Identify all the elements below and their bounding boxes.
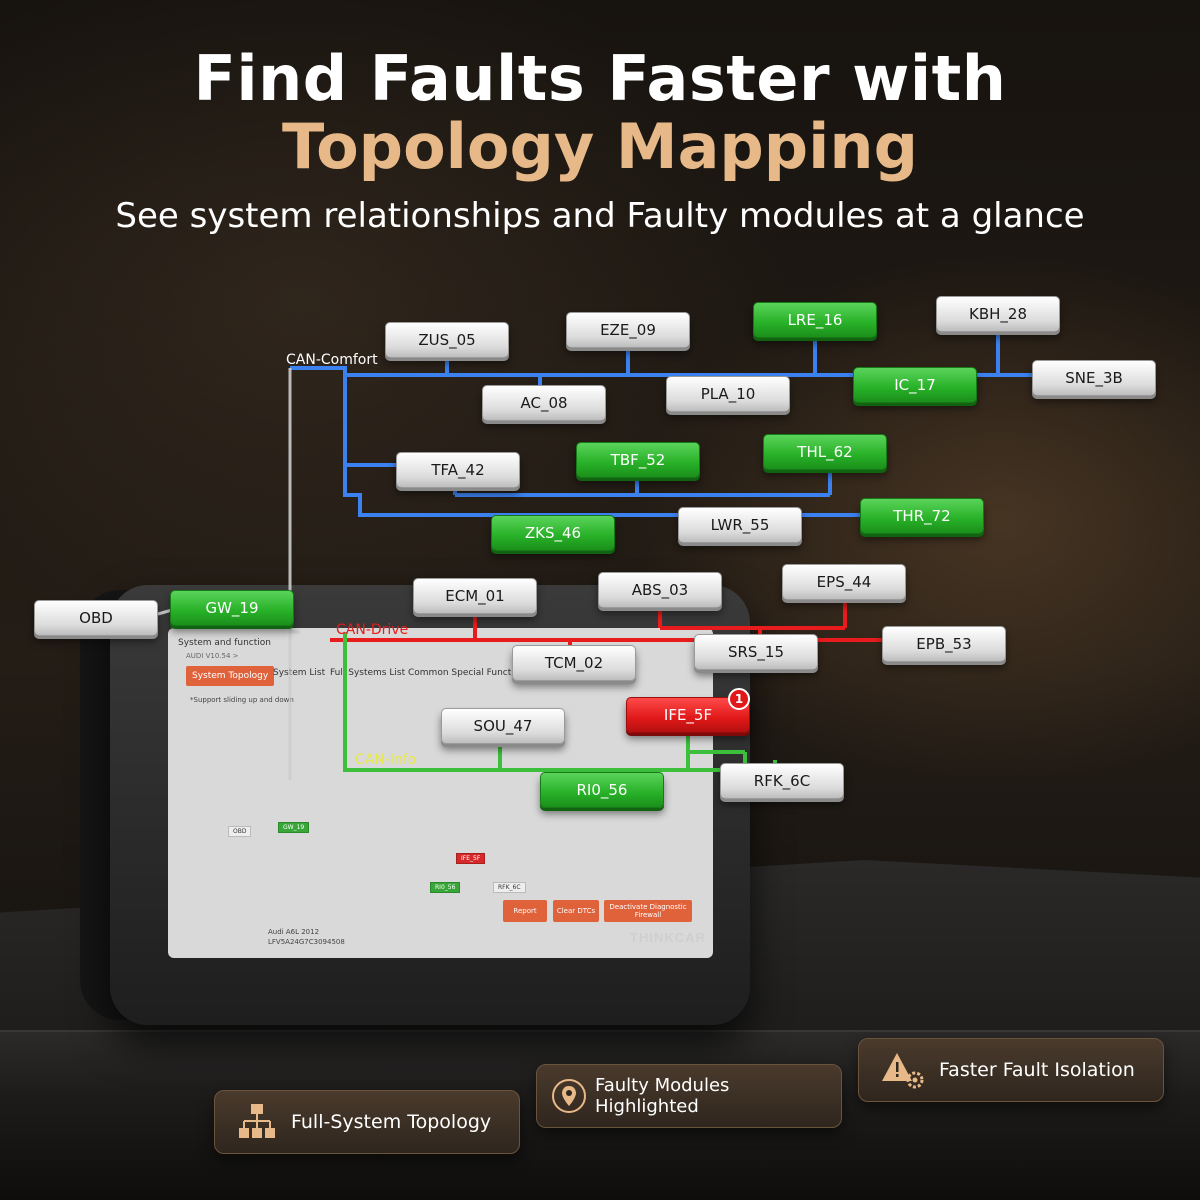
screen-subtitle: AUDI V10.54 >	[186, 652, 239, 660]
bus-label-info: CAN-Info	[355, 752, 417, 768]
node-lwr-55[interactable]: LWR_55	[678, 507, 802, 543]
node-sou-47[interactable]: SOU_47	[441, 708, 565, 744]
screen-note: *Support sliding up and down	[190, 696, 294, 704]
warning-gear-icon	[882, 1053, 924, 1089]
node-ic-17[interactable]: IC_17	[853, 367, 977, 403]
node-srs-15[interactable]: SRS_15	[694, 634, 818, 670]
mini-node-obd: OBD	[228, 826, 252, 837]
node-pla-10[interactable]: PLA_10	[666, 376, 790, 412]
fault-count-badge: 1	[728, 688, 750, 710]
node-ecm-01[interactable]: ECM_01	[413, 578, 537, 614]
bus-label-drive: CAN-Drive	[336, 622, 409, 638]
node-gw-19[interactable]: GW_19	[170, 590, 294, 626]
headline-subtitle: See system relationships and Faulty modu…	[115, 196, 1085, 236]
headline-line1: Find Faults Faster with	[193, 42, 1007, 115]
mini-node-rfk6c: RFK_6C	[493, 882, 526, 893]
node-zks-46[interactable]: ZKS_46	[491, 515, 615, 551]
node-tcm-02[interactable]: TCM_02	[512, 645, 636, 681]
node-rfk-6c[interactable]: RFK_6C	[720, 763, 844, 799]
node-rio-56[interactable]: RI0_56	[540, 772, 664, 808]
feature-label-isolation: Faster Fault Isolation	[939, 1059, 1135, 1081]
mini-node-gw19: GW_19	[278, 822, 310, 833]
node-thl-62[interactable]: THL_62	[763, 434, 887, 470]
vehicle-name: Audi A6L 2012	[268, 928, 320, 936]
node-thr-72[interactable]: THR_72	[860, 498, 984, 534]
node-obd[interactable]: OBD	[34, 600, 158, 636]
topology-icon	[239, 1104, 275, 1138]
headline-line2: Topology Mapping	[282, 110, 918, 183]
screen-tab-special[interactable]: Common Special Functio	[408, 668, 520, 678]
node-lre-16[interactable]: LRE_16	[753, 302, 877, 338]
node-tbf-52[interactable]: TBF_52	[576, 442, 700, 478]
bus-label-comfort: CAN-Comfort	[286, 352, 378, 368]
screen-title: System and function	[178, 638, 271, 648]
screen-tab-system-list[interactable]: System List	[273, 668, 326, 678]
feature-full-system-topology: Full-System Topology	[214, 1090, 520, 1154]
screen-tab-full-list[interactable]: Full Systems List	[330, 668, 406, 678]
report-button[interactable]: Report	[503, 900, 547, 922]
thinkcar-logo: THINKCAR	[630, 930, 706, 945]
clear-dtcs-button[interactable]: Clear DTCs	[553, 900, 599, 922]
node-zus-05[interactable]: ZUS_05	[385, 322, 509, 358]
feature-label-faulty: Faulty Modules Highlighted	[595, 1075, 730, 1117]
screen-tab-topology[interactable]: System Topology	[186, 666, 275, 686]
node-epb-53[interactable]: EPB_53	[882, 626, 1006, 662]
node-eps-44[interactable]: EPS_44	[782, 564, 906, 600]
node-abs-03[interactable]: ABS_03	[598, 572, 722, 608]
mini-node-rio56: RI0_56	[430, 882, 461, 893]
feature-faulty-modules: Faulty Modules Highlighted	[536, 1064, 842, 1128]
node-ac-08[interactable]: AC_08	[482, 385, 606, 421]
node-tfa-42[interactable]: TFA_42	[396, 452, 520, 488]
node-eze-09[interactable]: EZE_09	[566, 312, 690, 348]
feature-faster-isolation: Faster Fault Isolation	[858, 1038, 1164, 1102]
deactivate-firewall-button[interactable]: Deactivate Diagnostic Firewall	[604, 900, 692, 922]
vehicle-vin: LFV5A24G7C3094508	[268, 938, 345, 946]
feature-label-topology: Full-System Topology	[291, 1111, 492, 1133]
can-comfort-bus	[290, 330, 1087, 520]
node-sne-3b[interactable]: SNE_3B	[1032, 360, 1156, 396]
mini-node-ife5f: IFE_5F	[456, 853, 486, 864]
node-kbh-28[interactable]: KBH_28	[936, 296, 1060, 332]
location-pin-icon	[552, 1079, 586, 1113]
